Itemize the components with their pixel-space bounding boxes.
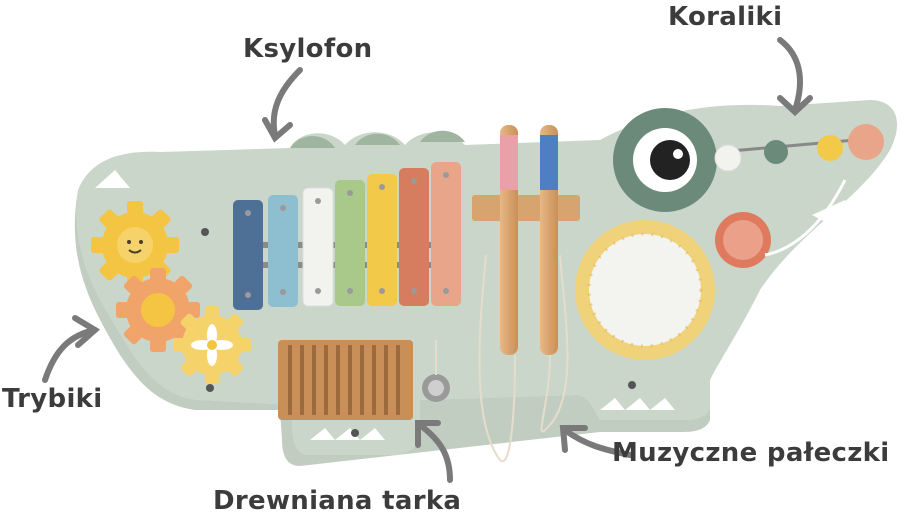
gear-yellow <box>91 201 179 289</box>
label-gears: Trybiki <box>2 384 103 414</box>
board-teeth-left <box>95 170 130 188</box>
arrow-trybiki <box>42 327 98 383</box>
xylophone-bar <box>302 187 334 307</box>
screw <box>206 384 214 392</box>
gears[interactable] <box>91 201 251 384</box>
label-music-sticks: Muzyczne pałeczki <box>612 438 890 468</box>
arrow-tarka <box>417 422 453 483</box>
label-beads: Koraliki <box>668 2 783 32</box>
xylophone-bar <box>268 195 298 307</box>
label-xylophone: Ksylofon <box>243 34 373 64</box>
xylophone[interactable] <box>233 162 461 310</box>
wooden-washboard[interactable] <box>278 340 413 420</box>
board-spikes <box>290 130 465 148</box>
xylophone-bar <box>399 168 429 306</box>
xylophone-bar <box>335 180 365 306</box>
board-edge <box>74 190 710 466</box>
arrow-koraliki <box>777 37 803 113</box>
teeth-triangle <box>812 200 860 240</box>
screw <box>201 228 209 236</box>
arrows <box>42 37 813 483</box>
board-teeth-bottom-right <box>600 398 675 410</box>
xylophone-bar <box>233 200 263 310</box>
gear-flower <box>173 306 251 384</box>
metal-spinner[interactable] <box>422 340 450 402</box>
slider-track <box>764 179 847 257</box>
xylophone-bar <box>431 162 461 306</box>
arrow-paleczki <box>562 427 633 458</box>
crocodile-eye[interactable] <box>613 108 717 212</box>
screw <box>351 429 359 437</box>
board-teeth-bottom <box>310 428 385 440</box>
music-sticks[interactable] <box>472 125 580 463</box>
beads[interactable] <box>714 124 884 172</box>
xylophone-bar <box>367 174 397 306</box>
textured-button[interactable] <box>715 212 771 268</box>
screw <box>628 381 636 389</box>
arrow-ksylofon <box>270 67 303 138</box>
mirror <box>575 220 715 360</box>
label-wooden-washboard: Drewniana tarka <box>213 486 462 516</box>
